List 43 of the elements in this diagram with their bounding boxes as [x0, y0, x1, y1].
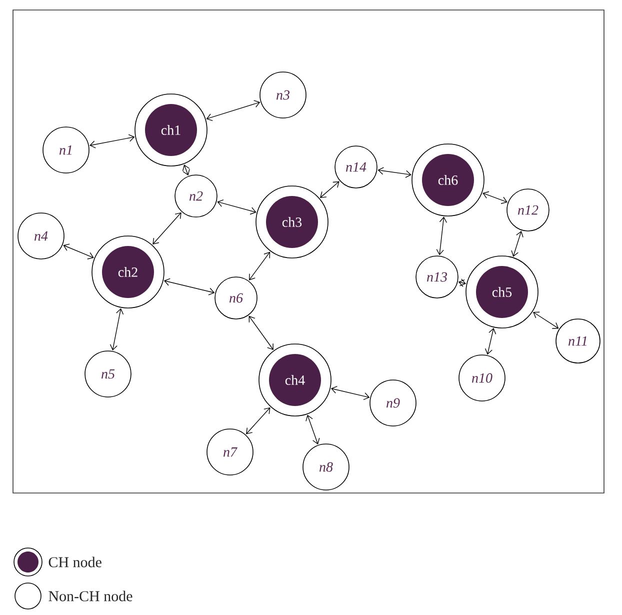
arrow: [306, 414, 320, 444]
sensor-node: n7: [206, 428, 254, 476]
sensor-node: n10: [458, 354, 506, 402]
arrow: [320, 181, 340, 198]
arrow: [458, 278, 466, 287]
cluster-head-node: ch5: [466, 256, 538, 328]
arrow: [217, 199, 256, 215]
arrow: [436, 216, 448, 256]
sensor-node: n11: [556, 318, 600, 364]
arrow: [249, 252, 270, 280]
sensor-node: n13: [416, 256, 458, 298]
cluster-head-node: ch1: [134, 94, 208, 166]
arrow: [63, 244, 94, 260]
arrow: [482, 191, 508, 204]
sensor-node: n12: [506, 188, 550, 232]
sensor-node: n2: [174, 174, 218, 218]
arrow: [164, 278, 215, 296]
sensor-node: n8: [302, 444, 350, 490]
cluster-head-node: ch6: [412, 144, 484, 216]
arrow: [511, 230, 524, 257]
arrow: [152, 212, 182, 244]
arrow: [246, 407, 270, 434]
sensor-node: n3: [260, 72, 306, 118]
arrow: [206, 100, 260, 121]
arrow: [533, 312, 559, 329]
cluster-head-node: ch3: [256, 186, 328, 258]
sensor-node: n9: [370, 380, 416, 426]
sensor-node: n5: [84, 350, 132, 398]
sensor-node: n1: [42, 126, 90, 174]
arrow: [484, 328, 496, 355]
arrow: [110, 308, 124, 351]
arrow: [89, 134, 135, 148]
arrow: [378, 167, 412, 178]
sensor-node: n4: [18, 212, 64, 260]
arrow: [182, 164, 190, 176]
arrow: [330, 386, 370, 400]
cluster-head-node: ch4: [258, 344, 332, 416]
sensor-node: n6: [214, 276, 258, 320]
legend-label: CH node: [48, 556, 102, 568]
sensor-node: n14: [334, 146, 378, 188]
legend-label: Non-CH node: [48, 590, 132, 602]
cluster-head-node: ch2: [92, 236, 164, 308]
arrow: [248, 316, 274, 350]
